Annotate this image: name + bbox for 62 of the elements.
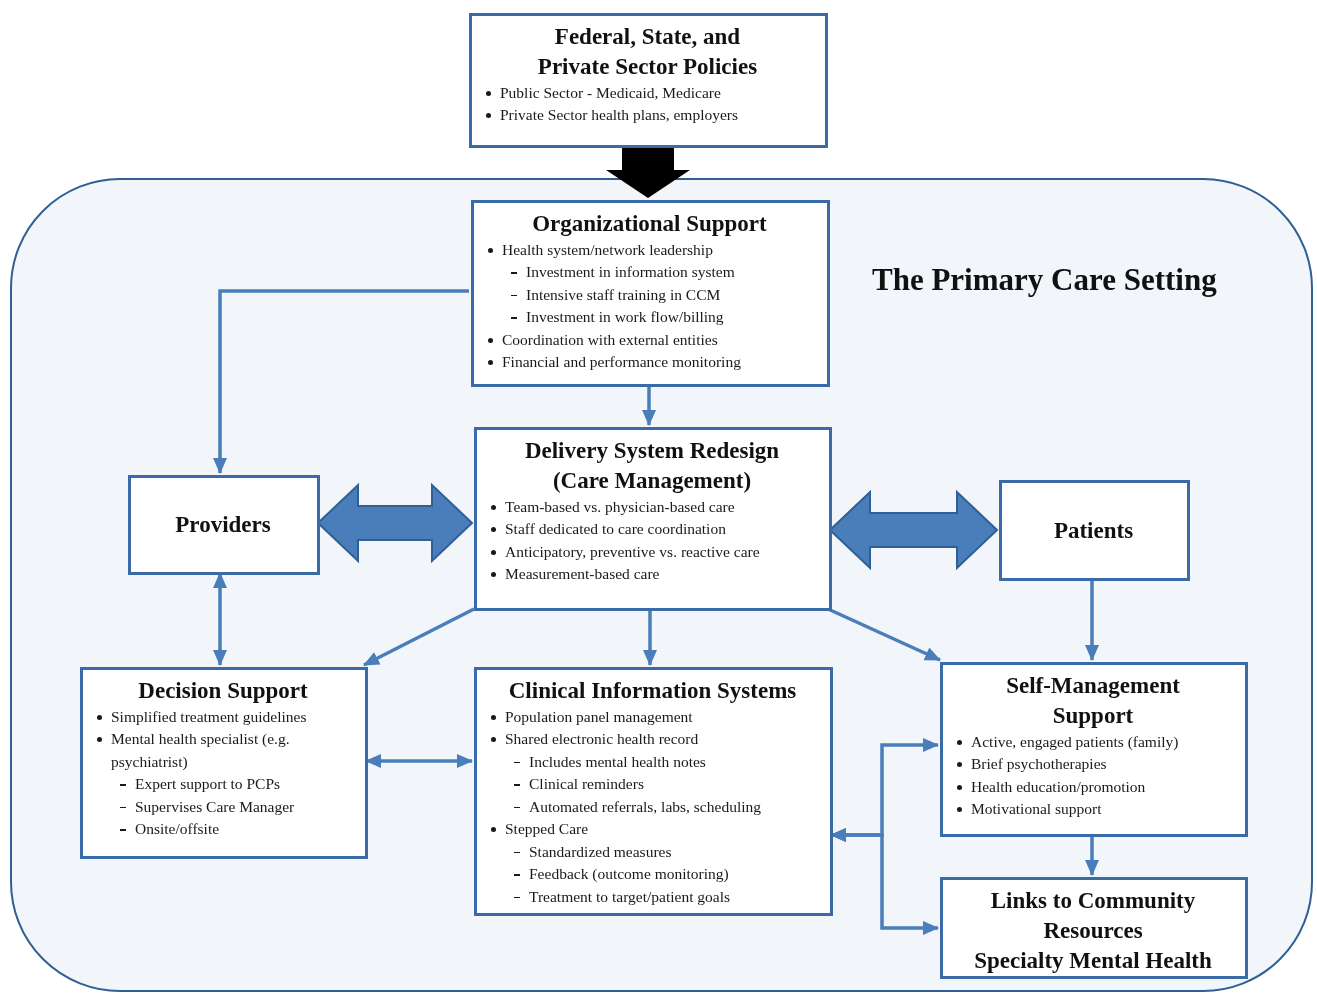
bullet-item: Automated referrals, labs, scheduling (529, 797, 761, 815)
process-box (940, 877, 1248, 979)
box-title: Patients (1052, 516, 1135, 545)
process-box (80, 667, 368, 859)
bullet-item: Standardized measures (529, 842, 672, 860)
bullet-item: Onsite/offsite (135, 820, 220, 838)
bullet-item: Anticipatory, preventive vs. reactive care (505, 542, 760, 560)
bullet-item: Population panel management (505, 707, 693, 725)
bullet-item: Feedback (outcome monitoring) (529, 865, 729, 883)
arrow (213, 289, 469, 474)
bullet-item: Treatment to target/patient goals (529, 887, 731, 905)
process-box (474, 427, 832, 611)
arrow (363, 607, 475, 667)
arrow (830, 828, 939, 935)
bullet-item: Expert support to PCPs (135, 775, 281, 793)
bullet-item: Clinical reminders (529, 775, 644, 793)
arrow (365, 754, 473, 768)
bullet-item: Mental health specialist (e.g. psychiatrist) (111, 730, 290, 770)
bullet-item: Private Sector health plans, employers (500, 106, 739, 124)
process-box (471, 200, 830, 387)
box-title: Links to Community Resources (989, 887, 1197, 945)
bullet-item: Team-based vs. physician-based care (505, 497, 735, 515)
bullet-item: Motivational support (971, 800, 1102, 818)
arrow (213, 572, 227, 666)
region-title: The Primary Care Setting (872, 262, 1217, 298)
box-title: Specialty Mental Health (973, 946, 1213, 975)
process-box (469, 13, 828, 148)
box-title: Decision Support (137, 677, 309, 705)
bullet-item: Staff dedicated to care coordination (505, 520, 726, 538)
box-title: Providers (174, 511, 272, 540)
bullet-item: Supervises Care Manager (135, 797, 295, 815)
bullet-item: Investment in information system (526, 263, 735, 281)
box-title: Clinical Information Systems (507, 677, 798, 705)
bullet-item: Financial and performance monitoring (502, 353, 741, 371)
bullet-item: Measurement-based care (505, 565, 660, 583)
bullet-item: Coordination with external entities (502, 330, 718, 348)
process-box (128, 475, 320, 575)
arrow (1085, 835, 1099, 876)
block-arrow (606, 148, 690, 198)
bullet-item: Intensive staff training in CCM (526, 285, 721, 303)
box-title: Delivery System Redesign (Care Management) (523, 437, 781, 495)
bullet-item: Simplified treatment guidelines (111, 707, 307, 725)
arrow (827, 607, 941, 662)
bullet-item: Brief psychotherapies (971, 755, 1107, 773)
arrow (643, 609, 657, 666)
bullet-item: Health system/network leadership (502, 240, 713, 258)
bullet-item: Health education/promotion (971, 777, 1146, 795)
bullet-item: Investment in work flow/billing (526, 308, 724, 326)
arrow (642, 385, 656, 426)
box-title: Federal, State, and Private Sector Policies (536, 23, 759, 81)
bullet-item: Shared electronic health record (505, 730, 699, 748)
process-box (999, 480, 1190, 581)
bullet-item: Active, engaged patients (family) (971, 732, 1179, 750)
bullet-item: Public Sector - Medicaid, Medicare (500, 83, 721, 101)
process-box (940, 662, 1248, 837)
arrow (1085, 579, 1099, 661)
bullet-item: Stepped Care (505, 820, 589, 838)
box-title: Organizational Support (531, 210, 768, 238)
bullet-item: Includes mental health notes (529, 752, 706, 770)
box-title: Self-Management Support (1005, 672, 1181, 730)
process-box (474, 667, 833, 916)
setting-region (10, 178, 1313, 992)
